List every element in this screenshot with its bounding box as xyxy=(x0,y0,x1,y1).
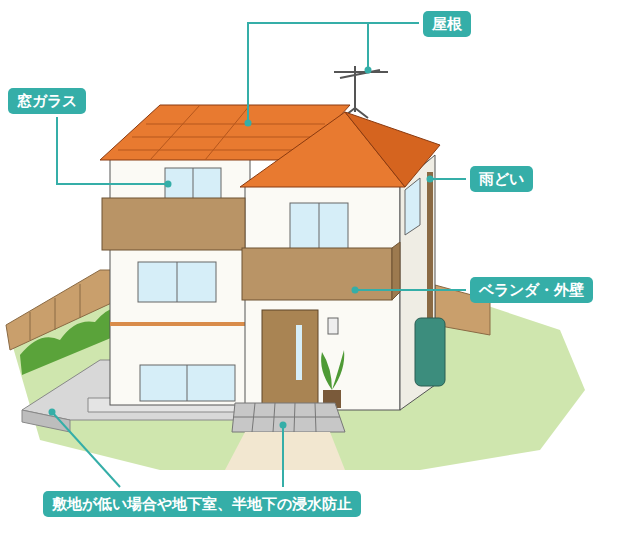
door xyxy=(262,310,318,408)
label-text: 敷地が低い場合や地下室、半地下の浸水防止 xyxy=(52,495,352,513)
path xyxy=(225,432,345,470)
downspout xyxy=(427,172,433,322)
label-text: 屋根 xyxy=(432,15,462,33)
rain-tank xyxy=(415,318,445,386)
dry-area-wall xyxy=(22,410,70,432)
label-text: ベランダ・外壁 xyxy=(479,281,584,299)
lawn xyxy=(8,300,585,470)
door-glass xyxy=(296,325,302,380)
callout-label: 雨どい xyxy=(470,166,533,192)
wall xyxy=(110,155,250,405)
antenna xyxy=(334,66,388,118)
trim xyxy=(110,322,250,326)
light xyxy=(328,318,338,334)
label-text: 雨どい xyxy=(479,170,524,188)
leader-lines xyxy=(52,23,466,487)
balcony xyxy=(242,248,392,300)
callout-label: 屋根 xyxy=(423,11,471,37)
callout-label: 敷地が低い場合や地下室、半地下の浸水防止 xyxy=(43,491,361,517)
roof xyxy=(345,112,440,187)
steps xyxy=(232,403,345,432)
plant xyxy=(321,350,344,390)
label-text: 窓ガラス xyxy=(17,92,77,110)
leader-dots xyxy=(49,67,434,429)
balcony xyxy=(102,198,245,250)
callout-label: 窓ガラス xyxy=(8,88,86,114)
steps-grid xyxy=(233,403,340,432)
window xyxy=(405,178,420,235)
callout-label: ベランダ・外壁 xyxy=(470,277,593,303)
balcony xyxy=(392,242,400,300)
